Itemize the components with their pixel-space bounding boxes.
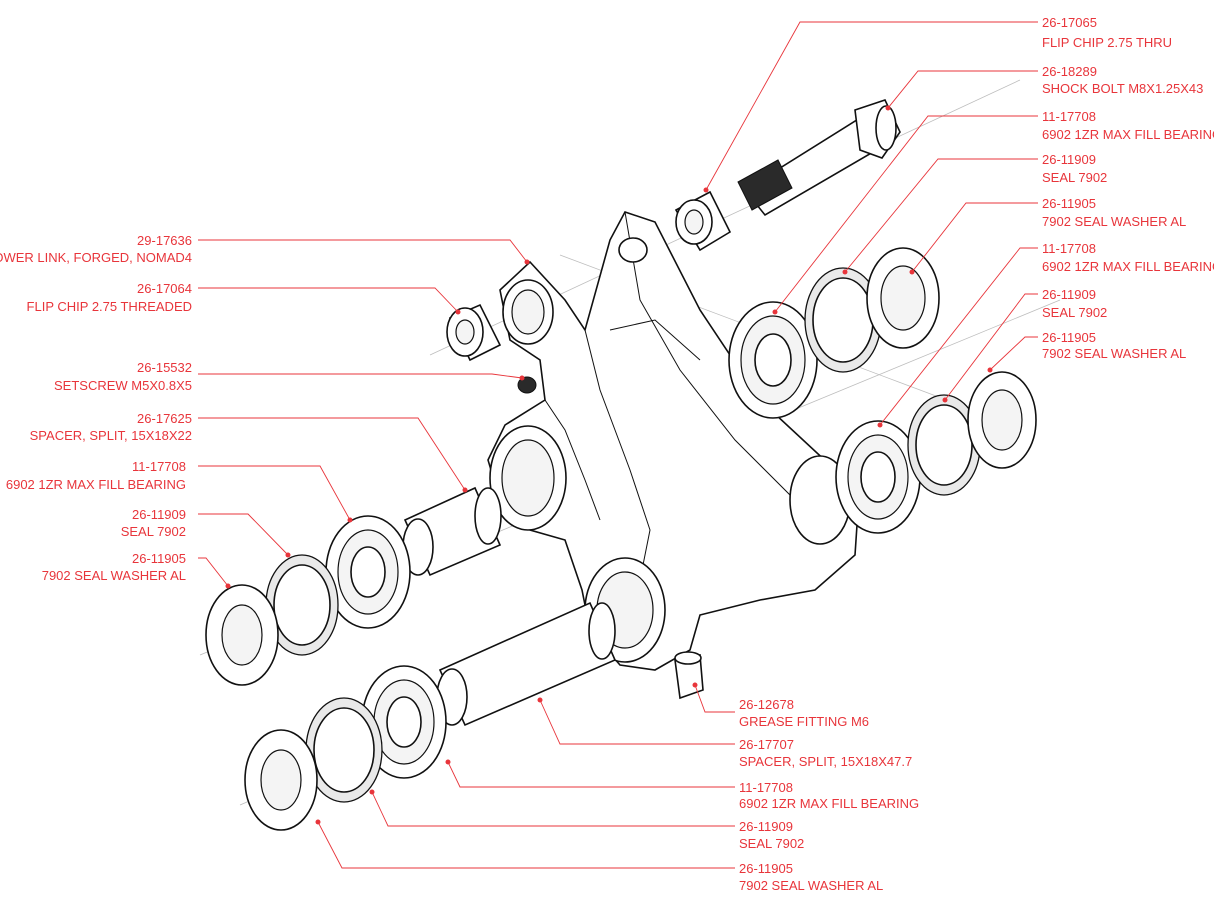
left-bearing-stack xyxy=(205,515,411,686)
leader-arrowheads xyxy=(225,105,993,825)
callout-description: GREASE FITTING M6 xyxy=(739,714,869,729)
callout-description: SPACER, SPLIT, 15X18X47.7 xyxy=(739,754,912,769)
callout-part-number: 26-17625 xyxy=(137,411,192,426)
lower-link-forged xyxy=(487,211,859,671)
callout-part-number: 26-11909 xyxy=(1042,152,1096,167)
leader-lines xyxy=(198,21,1038,869)
callout-part-number: 11-17708 xyxy=(1042,241,1096,256)
callout-part-number: 26-11909 xyxy=(132,507,186,522)
callout-description: 6902 1ZR MAX FILL BEARING xyxy=(1042,127,1214,142)
callout-description: SPACER, SPLIT, 15X18X22 xyxy=(30,428,192,443)
callout-description: 6902 1ZR MAX FILL BEARING xyxy=(6,477,186,492)
callout-description: SEAL 7902 xyxy=(1042,170,1107,185)
callout-description: 7902 SEAL WASHER AL xyxy=(42,568,186,583)
callout-part-number: 26-17065 xyxy=(1042,15,1097,30)
callout-description: 6902 1ZR MAX FILL BEARING xyxy=(739,796,919,811)
callout-description: SEAL 7902 xyxy=(121,524,186,539)
spacer-split-22 xyxy=(402,486,502,577)
callouts-right: 26-17065 FLIP CHIP 2.75 THRU 26-18289 SH… xyxy=(1042,15,1214,361)
setscrew xyxy=(517,376,537,394)
callout-description: SEAL 7902 xyxy=(1042,305,1107,320)
callout-part-number: 11-17708 xyxy=(132,459,186,474)
callout-description: SETSCREW M5X0.8X5 xyxy=(54,378,192,393)
middle-right-bearing-stack xyxy=(835,371,1037,534)
callout-part-number: 26-11909 xyxy=(739,819,793,834)
callout-part-number: 11-17708 xyxy=(739,780,793,795)
callout-description: SHOCK BOLT M8X1.25X43 xyxy=(1042,81,1203,96)
callout-description: FLIP CHIP 2.75 THRU xyxy=(1042,35,1172,50)
upper-right-bearing-stack xyxy=(728,247,940,419)
callout-part-number: 26-12678 xyxy=(739,697,794,712)
callout-description: LOWER LINK, FORGED, NOMAD4 xyxy=(0,250,192,265)
flip-chip-thru xyxy=(674,190,732,252)
grease-fitting xyxy=(674,651,704,700)
callout-part-number: 26-17064 xyxy=(137,281,192,296)
callout-part-number: 26-11905 xyxy=(1042,196,1096,211)
callout-part-number: 26-17707 xyxy=(739,737,794,752)
flip-chip-threaded xyxy=(446,303,502,362)
callout-description: 7902 SEAL WASHER AL xyxy=(739,878,883,893)
callout-part-number: 26-18289 xyxy=(1042,64,1097,79)
callout-part-number: 29-17636 xyxy=(137,233,192,248)
callout-part-number: 26-11909 xyxy=(1042,287,1096,302)
callout-part-number: 26-11905 xyxy=(739,861,793,876)
callout-part-number: 11-17708 xyxy=(1042,109,1096,124)
callouts-bottom: 26-12678 GREASE FITTING M6 26-17707 SPAC… xyxy=(739,697,919,893)
callouts-left: 29-17636 LOWER LINK, FORGED, NOMAD4 26-1… xyxy=(0,233,192,583)
lower-bearing-stack xyxy=(244,665,447,831)
callout-part-number: 26-11905 xyxy=(1042,330,1096,345)
callout-part-number: 26-11905 xyxy=(132,551,186,566)
callout-part-number: 26-15532 xyxy=(137,360,192,375)
callout-description: 7902 SEAL WASHER AL xyxy=(1042,346,1186,361)
callout-description: SEAL 7902 xyxy=(739,836,804,851)
shock-bolt xyxy=(737,99,901,217)
callout-description: 7902 SEAL WASHER AL xyxy=(1042,214,1186,229)
callout-description: 6902 1ZR MAX FILL BEARING xyxy=(1042,259,1214,274)
callout-description: FLIP CHIP 2.75 THREADED xyxy=(27,299,192,314)
spacer-split-47-7 xyxy=(436,601,617,727)
